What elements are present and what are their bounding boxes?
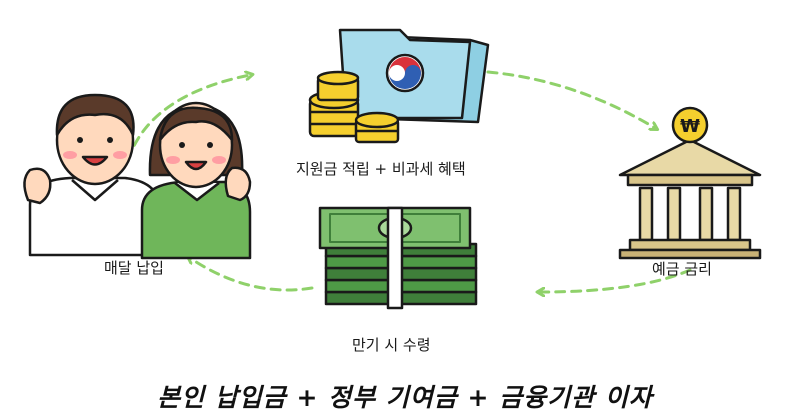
- label-subsidy: 지원금 적립 + 비과세 혜택: [296, 160, 466, 178]
- arrow-folder-to-bank: [486, 70, 655, 128]
- man-figure: [23, 93, 162, 257]
- label-monthly-payment: 매달 납입: [104, 259, 164, 277]
- cycle-arrows: [126, 70, 692, 292]
- bank-sign: ₩: [680, 116, 700, 137]
- arrow-bank-to-money: [540, 268, 692, 292]
- money-stack-illustration: [318, 206, 478, 310]
- label-deposit-rate: 예금 금리: [652, 260, 712, 278]
- korea-emblem-icon: [385, 53, 425, 93]
- people-illustration: [23, 93, 252, 260]
- summary-title: 본인 납입금 + 정부 기여금 + 금융기관 이자: [157, 383, 653, 412]
- arrow-people-to-folder: [126, 75, 250, 162]
- arrow-money-to-people: [190, 258, 314, 292]
- coin-stack-icon: [308, 70, 400, 144]
- bank-illustration: [618, 106, 762, 260]
- won-coin-icon: [671, 106, 709, 144]
- label-maturity: 만기 시 수령: [352, 336, 431, 354]
- folder-illustration: [308, 28, 490, 144]
- woman-figure: [140, 101, 252, 260]
